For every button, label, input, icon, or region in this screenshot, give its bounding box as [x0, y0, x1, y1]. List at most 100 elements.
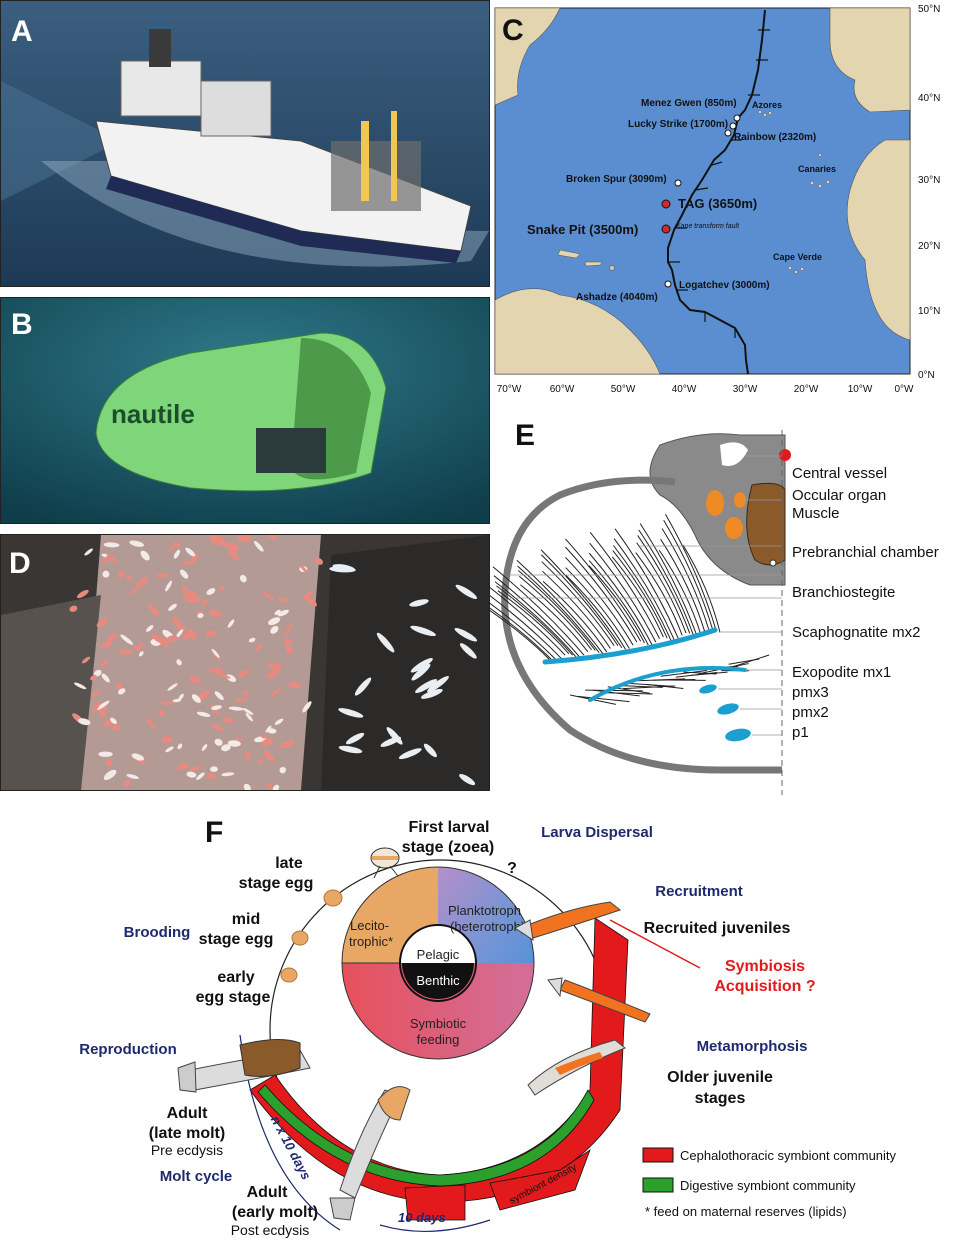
symbiosis-label-2: Acquisition ? — [714, 978, 815, 995]
south-america-land — [494, 288, 661, 375]
zoea-larva-icon — [370, 847, 400, 879]
place-label-canaries: Canaries — [798, 164, 836, 174]
lon-labels: 70°W 60°W 50°W 40°W 30°W 20°W 10°W 0°W — [497, 384, 914, 395]
pmx2-shape — [717, 703, 739, 715]
lat-label-40: 40°N — [918, 93, 940, 104]
label-occular-organ: Occular organ — [792, 487, 886, 504]
pie-label-symbiotic-1: Symbiotic — [410, 1016, 467, 1031]
stage-post-ecdysis: Post ecdysis — [231, 1222, 310, 1238]
stage-first-larval-2: stage (zoea) — [402, 839, 494, 856]
label-10-days: 10 days — [398, 1210, 446, 1225]
pie-label-pelagic: Pelagic — [417, 947, 460, 962]
africa-land — [846, 139, 911, 341]
place-label-cape-verde: Cape Verde — [773, 252, 822, 262]
stage-adult-early-2: (early molt) — [232, 1204, 318, 1221]
panel-c-letter: C — [502, 14, 524, 47]
site-marker-logatchev — [664, 280, 672, 288]
stage-mid-egg-1: mid — [232, 911, 260, 928]
site-label-rainbow: Rainbow (2320m) — [734, 132, 816, 143]
lon-label-70: 70°W — [497, 384, 522, 395]
early-egg-icon — [280, 967, 298, 983]
site-label-ashadze: Ashadze (4040m) — [576, 292, 658, 303]
site-marker-snake-pit — [661, 224, 671, 234]
ten-days-arc — [379, 1219, 491, 1233]
late-egg-icon — [323, 889, 343, 907]
stage-adult-early-1: Adult — [247, 1184, 289, 1201]
pmx3-shape — [699, 684, 717, 694]
legend-footnote: * feed on maternal reserves (lipids) — [645, 1204, 847, 1219]
p1-shape — [725, 728, 751, 742]
label-pmx2: pmx2 — [792, 704, 829, 721]
site-label-logatchev: Logatchev (3000m) — [679, 280, 770, 291]
stage-adult-late-1: Adult — [167, 1105, 209, 1122]
legend-label-cephalo: Cephalothoracic symbiont community — [680, 1148, 897, 1163]
panel-b-submarine-photo: nautile B — [0, 297, 490, 524]
label-muscle: Muscle — [792, 505, 840, 522]
scaphognatite-mx2 — [542, 627, 718, 665]
phase-metamorphosis: Metamorphosis — [697, 1038, 808, 1055]
legend-swatch-cephalo — [642, 1147, 674, 1163]
branchiostegite-outline — [501, 476, 782, 774]
lat-label-30: 30°N — [918, 175, 940, 186]
stage-older-juvenile-2: stages — [695, 1090, 746, 1107]
symbiosis-pointer — [609, 919, 701, 969]
site-marker-broken-spur — [674, 179, 682, 187]
site-label-snake-pit: Snake Pit (3500m) — [527, 222, 638, 237]
stage-question-mark: ? — [507, 860, 517, 877]
site-label-tag: TAG (3650m) — [678, 196, 757, 211]
panel-d-letter: D — [9, 547, 31, 580]
north-america-land — [494, 7, 561, 106]
label-exopodite: Exopodite mx1 — [792, 664, 891, 681]
panel-a-ship-photo: A — [0, 0, 490, 287]
mid-atlantic-ridge — [667, 9, 766, 375]
stage-pre-ecdysis: Pre ecdysis — [151, 1142, 223, 1158]
site-label-lucky-strike: Lucky Strike (1700m) — [628, 119, 728, 130]
phase-recruitment: Recruitment — [655, 883, 743, 900]
adult-late-molt-shrimp-icon — [177, 1039, 311, 1093]
pie-label-lecito-1: Lecito- — [350, 918, 389, 933]
lat-label-50: 50°N — [918, 4, 940, 15]
phase-larva-dispersal: Larva Dispersal — [541, 824, 653, 841]
phase-reproduction: Reproduction — [79, 1041, 177, 1058]
site-marker-tag — [661, 199, 671, 209]
panel-d-shrimp-photo: D — [0, 534, 490, 791]
feeding-mode-pie — [341, 866, 535, 1060]
label-pmx3: pmx3 — [792, 684, 829, 701]
pie-label-heterotroph: (heterotroph) — [450, 919, 525, 934]
label-scaphognatite: Scaphognatite mx2 — [792, 624, 920, 641]
lon-label-60: 60°W — [550, 384, 575, 395]
site-label-broken-spur: Broken Spur (3090m) — [566, 174, 667, 185]
pie-label-planktotroph: Planktotroph — [448, 903, 521, 918]
lat-label-0: 0°N — [918, 370, 935, 381]
lat-labels: 50°N 40°N 30°N 20°N 10°N 0°N — [918, 4, 940, 381]
stage-recruited-juveniles: Recruited juveniles — [644, 920, 791, 937]
panel-b-letter: B — [11, 308, 33, 341]
mid-egg-icon — [291, 930, 309, 946]
pie-label-lecito-2: trophic* — [349, 934, 393, 949]
site-label-kane: Kane transform fault — [676, 223, 740, 230]
phase-molt-cycle: Molt cycle — [160, 1168, 233, 1185]
label-p1: p1 — [792, 724, 809, 741]
label-central-vessel: Central vessel — [792, 465, 887, 482]
site-label-menez-gwen: Menez Gwen (850m) — [641, 98, 737, 109]
label-prebranchial-chamber: Prebranchial chamber — [792, 544, 939, 561]
lat-label-10: 10°N — [918, 306, 940, 317]
legend-swatch-digestive — [642, 1177, 674, 1193]
exopodite-mx1 — [588, 666, 747, 702]
panel-a-letter: A — [11, 15, 33, 48]
symbiosis-label-1: Symbiosis — [725, 958, 805, 975]
panel-e-diagram: E Central vessel Occular org — [490, 419, 939, 795]
site-marker-lucky-strike — [729, 122, 737, 130]
lon-label-20: 20°W — [794, 384, 819, 395]
lat-label-20: 20°N — [918, 241, 940, 252]
adult-early-molt-shrimp-icon — [329, 1086, 411, 1221]
place-label-azores: Azores — [752, 100, 782, 110]
lon-label-0: 0°W — [895, 384, 915, 395]
legend-label-digestive: Digestive symbiont community — [680, 1178, 856, 1193]
stage-first-larval-1: First larval — [409, 819, 490, 836]
occular-organ — [706, 490, 724, 516]
panel-e-letter: E — [515, 419, 535, 452]
stage-adult-late-2: (late molt) — [149, 1125, 225, 1142]
pie-label-symbiotic-2: feeding — [417, 1032, 460, 1047]
